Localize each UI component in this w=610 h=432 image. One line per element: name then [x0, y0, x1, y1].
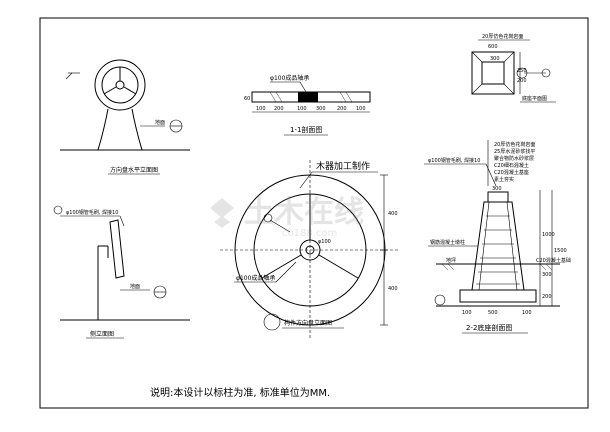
- section-1-1-dims: 100 200 100 300 200 100: [256, 106, 366, 112]
- svg-text:20厚仿色花岗岩面: 20厚仿色花岗岩面: [494, 141, 535, 148]
- section-2-2-callout: φ100钢管毛刷, 焊接10: [428, 157, 480, 164]
- section-1-1-caption: 1-1剖面图: [290, 125, 322, 134]
- base-plan: 20厚仿色花岗岩面 600 300 200 250 底座平面图: [471, 33, 556, 103]
- svg-text:1500: 1500: [554, 248, 567, 254]
- section-2-2-layer-notes: 20厚仿色花岗岩面 25厚水泥砂浆找平 聚合物防水砂浆层 C20细石混凝土 C2…: [487, 140, 535, 186]
- side-callout: φ100钢管毛刷, 焊接10: [66, 209, 118, 216]
- wheel-plan-bearing-note: φ100成品轴承: [236, 274, 275, 282]
- svg-text:600: 600: [488, 44, 498, 50]
- watermark: 土木在线 co188.com: [210, 195, 364, 239]
- drawing-frame: [39, 17, 589, 409]
- svg-text:300: 300: [492, 186, 502, 192]
- svg-text:300: 300: [490, 56, 500, 62]
- svg-text:100: 100: [297, 106, 307, 112]
- wheel-plan-caption: 构件方向盘立面图: [284, 319, 332, 327]
- wheel-front-elevation: 地面 方向盘水平立面图: [60, 59, 190, 175]
- svg-text:400: 400: [388, 286, 398, 292]
- section-2-2-caption: 2-2底座剖面图: [466, 323, 512, 332]
- watermark-text: 土木在线: [244, 195, 364, 230]
- svg-text:300: 300: [542, 272, 552, 278]
- svg-text:200: 200: [542, 294, 552, 300]
- svg-text:C20细石混凝土: C20细石混凝土: [494, 162, 529, 169]
- svg-text:100: 100: [356, 106, 366, 112]
- svg-text:300: 300: [316, 106, 326, 112]
- svg-text:400: 400: [388, 211, 398, 217]
- hub-dim: φ100: [318, 239, 331, 245]
- svg-text:1000: 1000: [542, 232, 555, 238]
- svg-text:500: 500: [488, 310, 498, 316]
- wheel-front-level-label: 地面: [155, 119, 165, 126]
- wheel-front-caption: 方向盘水平立面图: [110, 166, 158, 174]
- svg-text:200: 200: [517, 78, 527, 84]
- svg-text:100: 100: [256, 106, 266, 112]
- svg-text:C20混凝土基座: C20混凝土基座: [494, 169, 529, 176]
- svg-text:素土夯实: 素土夯实: [494, 176, 514, 183]
- section-2-2: φ100钢管毛刷, 焊接10 20厚仿色花岗岩面 25厚水泥砂浆找平 聚合物防水…: [424, 140, 571, 334]
- svg-text:100: 100: [462, 310, 472, 316]
- svg-text:聚合物防水砂浆层: 聚合物防水砂浆层: [494, 155, 534, 162]
- section-1-1-dim-left: 60: [244, 96, 250, 102]
- svg-text:200: 200: [337, 106, 347, 112]
- watermark-url: co188.com: [282, 228, 337, 239]
- drawing-note: 说明:本设计以标柱为准, 标准单位为MM.: [150, 386, 330, 399]
- side-elevation: φ100钢管毛刷, 焊接10 地面 侧立面图: [53, 205, 190, 339]
- base-plan-caption: 底座平面图: [522, 95, 547, 102]
- section-1-1: φ100成品轴承 60 100 200 100 300 200 100 1-1剖…: [244, 74, 371, 136]
- svg-text:100: 100: [522, 310, 532, 316]
- base-note: C20混凝土基础: [536, 257, 571, 264]
- pier-note: 钢筋混凝土墩柱: [430, 239, 465, 246]
- watermark-logo-icon: [210, 198, 234, 218]
- section-1-1-callout: φ100成品轴承: [270, 74, 309, 82]
- svg-text:25厚水泥砂浆找平: 25厚水泥砂浆找平: [494, 148, 535, 155]
- base-plan-top-note: 20厚仿色花岗岩面: [482, 33, 523, 40]
- svg-text:200: 200: [274, 106, 284, 112]
- wheel-plan: 木器加工制作 φ100 400 400 φ100成品轴承 构件方向盘立面图: [220, 160, 400, 340]
- side-level-label: 地面: [130, 283, 140, 290]
- grade-label: 地坪: [446, 257, 456, 264]
- woodwork-note: 木器加工制作: [316, 160, 370, 172]
- side-caption: 侧立面图: [90, 330, 114, 338]
- svg-text:250: 250: [517, 68, 527, 74]
